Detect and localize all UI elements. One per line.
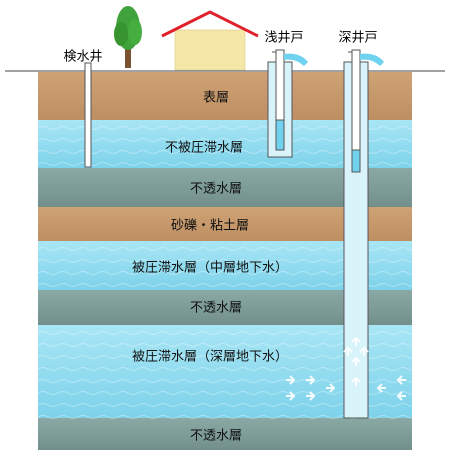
layer-label-impermeable-3: 不透水層 [189, 428, 243, 444]
shallow-well [267, 49, 308, 158]
monitoring-well-label: 検水井 [63, 49, 103, 65]
layer-label-confined-middle: 被圧滞水層（中層地下水） [131, 260, 289, 276]
layer-label-impermeable-1: 不透水層 [189, 181, 243, 197]
shallow-well-label: 浅井戸 [264, 30, 304, 46]
groundwater-flow-arrows [286, 336, 426, 401]
house-icon [161, 10, 259, 71]
layer-label-topsoil: 表層 [202, 90, 230, 106]
tree-icon [114, 6, 142, 68]
deep-well-label: 深井戸 [338, 30, 378, 46]
monitoring-well-pipe [84, 62, 92, 168]
layer-label-confined-deep: 被圧滞水層（深層地下水） [131, 349, 289, 365]
layer-label-impermeable-2: 不透水層 [189, 300, 243, 316]
layer-band-imperm3 [38, 418, 412, 450]
layer-label-unconfined: 不被圧滞水層 [164, 140, 244, 156]
layer-label-gravel-clay: 砂礫・粘土層 [170, 218, 250, 234]
